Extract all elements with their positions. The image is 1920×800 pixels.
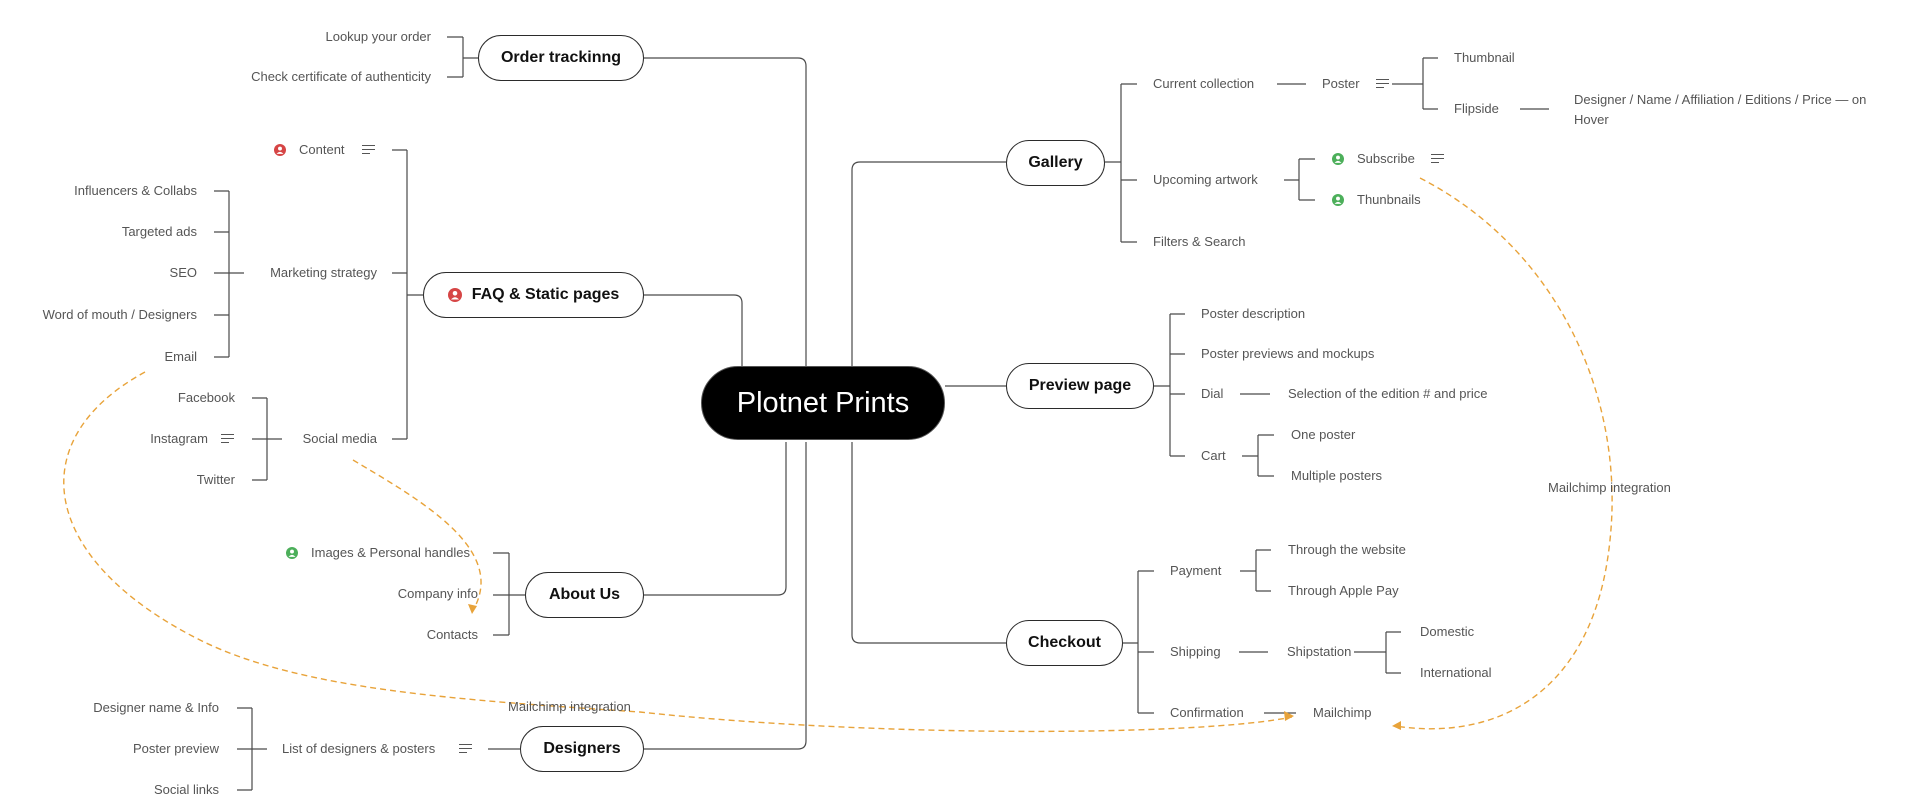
user-avatar-red-icon <box>447 288 462 302</box>
subtopic-poster-previews[interactable]: Poster previews and mockups <box>1201 346 1375 361</box>
leaf-word-of-mouth[interactable]: Word of mouth / Designers <box>42 307 197 322</box>
leaf-twitter[interactable]: Twitter <box>196 472 235 487</box>
notes-icon <box>459 744 472 754</box>
topic-faq[interactable]: FAQ & Static pages <box>423 272 644 318</box>
leaf-flipside-detail[interactable]: Designer / Name / Affiliation / Editions… <box>1574 92 1866 128</box>
notes-icon <box>221 434 234 444</box>
relationship-curve-left <box>63 371 1293 733</box>
leaf-dial-detail[interactable]: Selection of the edition # and price <box>1288 386 1488 401</box>
leaf-international[interactable]: International <box>1420 665 1492 680</box>
subtopic-marketing-strategy[interactable]: Marketing strategy <box>270 265 377 280</box>
flipside-detail-line-2: Hover <box>1574 112 1609 127</box>
user-avatar-green-icon <box>1332 194 1344 206</box>
subtopic-contacts[interactable]: Contacts <box>426 627 478 642</box>
topic-checkout-label: Checkout <box>1028 634 1101 651</box>
relationship-curve-right <box>1394 177 1613 730</box>
topic-order-tracking-label: Order trackinng <box>500 49 622 66</box>
leaf-through-website[interactable]: Through the website <box>1288 542 1406 557</box>
leaf-designer-name[interactable]: Designer name & Info <box>93 700 219 715</box>
leaf-through-apple-pay[interactable]: Through Apple Pay <box>1288 583 1399 598</box>
topic-about-label: About Us <box>548 586 621 603</box>
subtopic-shipping[interactable]: Shipping <box>1170 644 1221 659</box>
notes-icon <box>1431 154 1444 164</box>
central-topic[interactable]: Plotnet Prints <box>701 366 945 440</box>
subtopic-upcoming-artwork[interactable]: Upcoming artwork <box>1153 172 1258 187</box>
leaf-seo[interactable]: SEO <box>169 265 197 280</box>
leaf-multiple-posters[interactable]: Multiple posters <box>1291 468 1383 483</box>
leaf-facebook[interactable]: Facebook <box>177 390 235 405</box>
leaf-poster-preview[interactable]: Poster preview <box>133 741 219 756</box>
subtopic-filters-search[interactable]: Filters & Search <box>1153 234 1246 249</box>
user-avatar-red-icon <box>274 144 286 156</box>
leaf-social-links[interactable]: Social links <box>153 782 219 797</box>
subtopic-images-handles[interactable]: Images & Personal handles <box>311 545 470 560</box>
subtopic-lookup-order[interactable]: Lookup your order <box>325 29 431 44</box>
leaf-instagram[interactable]: Instagram <box>150 431 208 446</box>
topic-preview-label: Preview page <box>1028 377 1132 394</box>
topic-gallery-label: Gallery <box>1028 154 1083 171</box>
leaf-influencers[interactable]: Influencers & Collabs <box>74 183 197 198</box>
user-avatar-green-icon <box>286 547 298 559</box>
leaf-one-poster[interactable]: One poster <box>1291 427 1356 442</box>
topic-designers[interactable]: Designers <box>520 726 644 772</box>
leaf-targeted-ads[interactable]: Targeted ads <box>121 224 197 239</box>
leaf-email[interactable]: Email <box>164 349 197 364</box>
connector-checkout <box>851 442 1006 644</box>
subtopic-content[interactable]: Content <box>299 142 345 157</box>
subtopic-certificate[interactable]: Check certificate of authenticity <box>251 69 431 84</box>
subtopic-payment[interactable]: Payment <box>1170 563 1222 578</box>
notes-icon <box>1376 79 1389 89</box>
leaf-thunbnails[interactable]: Thunbnails <box>1357 192 1421 207</box>
topic-gallery[interactable]: Gallery <box>1006 140 1105 186</box>
subtopic-confirmation[interactable]: Confirmation <box>1170 705 1244 720</box>
flipside-detail-line-1: Designer / Name / Affiliation / Editions… <box>1574 92 1867 107</box>
subtopic-shipstation[interactable]: Shipstation <box>1287 644 1352 659</box>
leaf-subscribe[interactable]: Subscribe <box>1357 151 1415 166</box>
connector-about <box>644 442 787 596</box>
central-topic-label: Plotnet Prints <box>736 386 910 419</box>
subtopic-poster-description[interactable]: Poster description <box>1201 306 1306 321</box>
subtopic-cart[interactable]: Cart <box>1201 448 1226 463</box>
connector-designers <box>644 442 807 750</box>
leaf-thumbnail[interactable]: Thumbnail <box>1454 50 1515 65</box>
user-avatar-green-icon <box>1332 153 1344 165</box>
leaf-flipside[interactable]: Flipside <box>1454 101 1499 116</box>
subtopic-list-designers[interactable]: List of designers & posters <box>282 741 436 756</box>
topic-designers-label: Designers <box>543 740 621 757</box>
topic-checkout[interactable]: Checkout <box>1006 620 1123 666</box>
connector-gallery <box>851 161 1006 368</box>
connector-order-tracking <box>644 57 807 368</box>
subtopic-company-info[interactable]: Company info <box>397 586 478 601</box>
relationship-label-left[interactable]: Mailchimp integration <box>508 699 631 714</box>
subtopic-social-media[interactable]: Social media <box>302 431 377 446</box>
subtopic-poster[interactable]: Poster <box>1322 76 1360 91</box>
connector-faq <box>644 294 743 368</box>
leaf-domestic[interactable]: Domestic <box>1420 624 1475 639</box>
topic-about[interactable]: About Us <box>525 572 644 618</box>
subtopic-dial[interactable]: Dial <box>1201 386 1224 401</box>
topic-order-tracking[interactable]: Order trackinng <box>478 35 644 81</box>
subtopic-current-collection[interactable]: Current collection <box>1153 76 1255 91</box>
notes-icon <box>362 145 375 155</box>
topic-faq-label: FAQ & Static pages <box>471 286 620 303</box>
relationship-label-right[interactable]: Mailchimp integration <box>1548 480 1671 495</box>
relationship-curve-social <box>352 459 482 613</box>
topic-preview[interactable]: Preview page <box>1006 363 1154 409</box>
leaf-mailchimp[interactable]: Mailchimp <box>1313 705 1372 720</box>
